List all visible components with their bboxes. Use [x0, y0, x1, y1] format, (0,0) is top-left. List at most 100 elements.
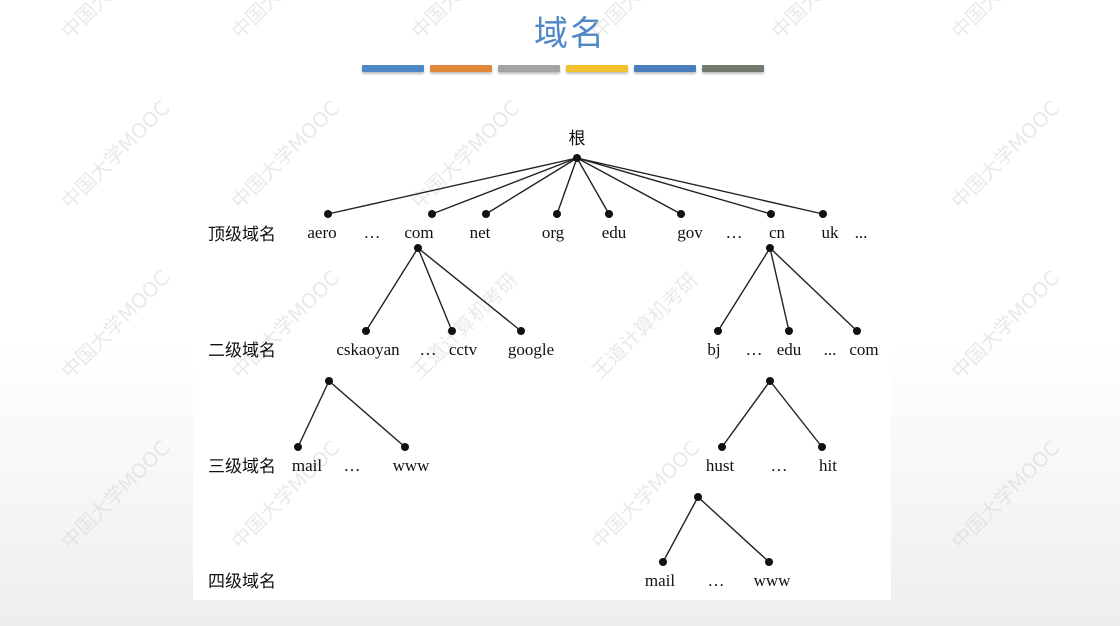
tree-node-dot [448, 327, 456, 335]
tree-node-dot [819, 210, 827, 218]
sld-google: google [508, 340, 554, 359]
tree-edge [576, 157, 824, 215]
sld-ellipsis: ... [824, 340, 837, 359]
tree-edge [769, 247, 790, 332]
third-ellipsis: … [344, 456, 361, 475]
color-bar [362, 65, 424, 72]
tree-edge [576, 157, 610, 215]
root-label: 根 [569, 129, 586, 148]
page-title: 域名 [534, 14, 606, 54]
tld-cn: cn [769, 223, 786, 242]
tld-com: com [404, 223, 433, 242]
tree-node-dot [785, 327, 793, 335]
tld-gov: gov [677, 223, 703, 242]
watermark-text: 中国大学MOOC [587, 436, 705, 554]
tld-ellipsis: … [726, 223, 743, 242]
tree-node-dot [853, 327, 861, 335]
watermark-text: 中国大学MOOC [947, 0, 1065, 44]
sld-cctv: cctv [449, 340, 478, 359]
third-ellipsis: … [771, 456, 788, 475]
tree-node-dot [694, 493, 702, 501]
tree-node-dot [767, 210, 775, 218]
watermark-text: 中国大学MOOC [407, 96, 525, 214]
sld-cskaoyan: cskaoyan [336, 340, 400, 359]
sld-ellipsis: … [420, 340, 437, 359]
tld-ellipsis: ... [855, 223, 868, 242]
level-label-third: 三级域名 [208, 457, 276, 477]
tree-node-dot [325, 377, 333, 385]
watermark-text: 中国大学MOOC [57, 436, 175, 554]
tree-edge [769, 247, 858, 332]
tree-edge [556, 157, 578, 215]
tree-edge [721, 380, 771, 448]
tree-edge [328, 380, 406, 448]
tree-edge [662, 496, 699, 563]
watermark-text: 中国大学MOOC [227, 436, 345, 554]
sld-com: com [849, 340, 878, 359]
sld-bj: bj [707, 340, 720, 359]
watermark-text: 中国大学MOOC [57, 266, 175, 384]
watermark-text: 王道计算机考研 [587, 268, 703, 384]
tree-node-dot [718, 443, 726, 451]
tree-node-dot [659, 558, 667, 566]
fourth-mail: mail [645, 571, 675, 590]
tld-ellipsis: … [364, 223, 381, 242]
fourth-www: www [754, 571, 792, 590]
watermark-text: 中国大学MOOC [767, 0, 885, 44]
tree-edge [431, 157, 578, 215]
tree-node-dot [677, 210, 685, 218]
watermark-text: 中国大学MOOC [227, 0, 345, 44]
color-bar [634, 65, 696, 72]
tld-org: org [542, 223, 565, 242]
watermark-text: 中国大学MOOC [227, 96, 345, 214]
color-bar [702, 65, 764, 72]
tree-node-dot [482, 210, 490, 218]
tree-node-dot [573, 154, 581, 162]
tree-node-dot [324, 210, 332, 218]
tree-node-dot [401, 443, 409, 451]
third-hit: hit [819, 456, 837, 475]
watermark-text: 中国大学MOOC [587, 0, 705, 44]
level-label-top: 顶级域名 [208, 225, 276, 245]
tree-edge [365, 247, 419, 332]
color-bar [498, 65, 560, 72]
watermark-text: 中国大学MOOC [947, 266, 1065, 384]
watermark-text: 中国大学MOOC [57, 0, 175, 44]
watermark-text: 中国大学MOOC [227, 266, 345, 384]
tree-edges [297, 157, 858, 563]
tree-node-dot [765, 558, 773, 566]
tld-net: net [470, 223, 491, 242]
tree-edge [576, 157, 682, 215]
tree-nodes [294, 154, 861, 566]
sld-edu: edu [777, 340, 802, 359]
third-www: www [393, 456, 431, 475]
tree-node-dot [818, 443, 826, 451]
level-label-fourth: 四级域名 [208, 572, 276, 592]
third-mail: mail [292, 456, 322, 475]
sld-ellipsis: … [746, 340, 763, 359]
tld-edu: edu [602, 223, 627, 242]
diagram-panel [193, 125, 891, 600]
level-label-second: 二级域名 [208, 341, 276, 361]
tree-edge [717, 247, 771, 332]
tld-aero: aero [307, 223, 336, 242]
tree-edge [697, 496, 770, 563]
tree-edge [485, 157, 578, 215]
tree-edge [297, 380, 330, 448]
color-bar [566, 65, 628, 72]
tree-edge [417, 247, 522, 332]
third-hust: hust [706, 456, 735, 475]
tree-edge [576, 157, 772, 215]
color-bar-strip [362, 65, 764, 73]
tree-node-dot [294, 443, 302, 451]
watermark-text: 中国大学MOOC [57, 96, 175, 214]
tree-node-dot [766, 377, 774, 385]
color-bar [430, 65, 492, 72]
tree-node-dot [714, 327, 722, 335]
tree-node-dot [605, 210, 613, 218]
tree-edge [327, 157, 578, 215]
tree-node-dot [517, 327, 525, 335]
tree-edge [417, 247, 453, 332]
watermark-text: 中国大学MOOC [947, 96, 1065, 214]
